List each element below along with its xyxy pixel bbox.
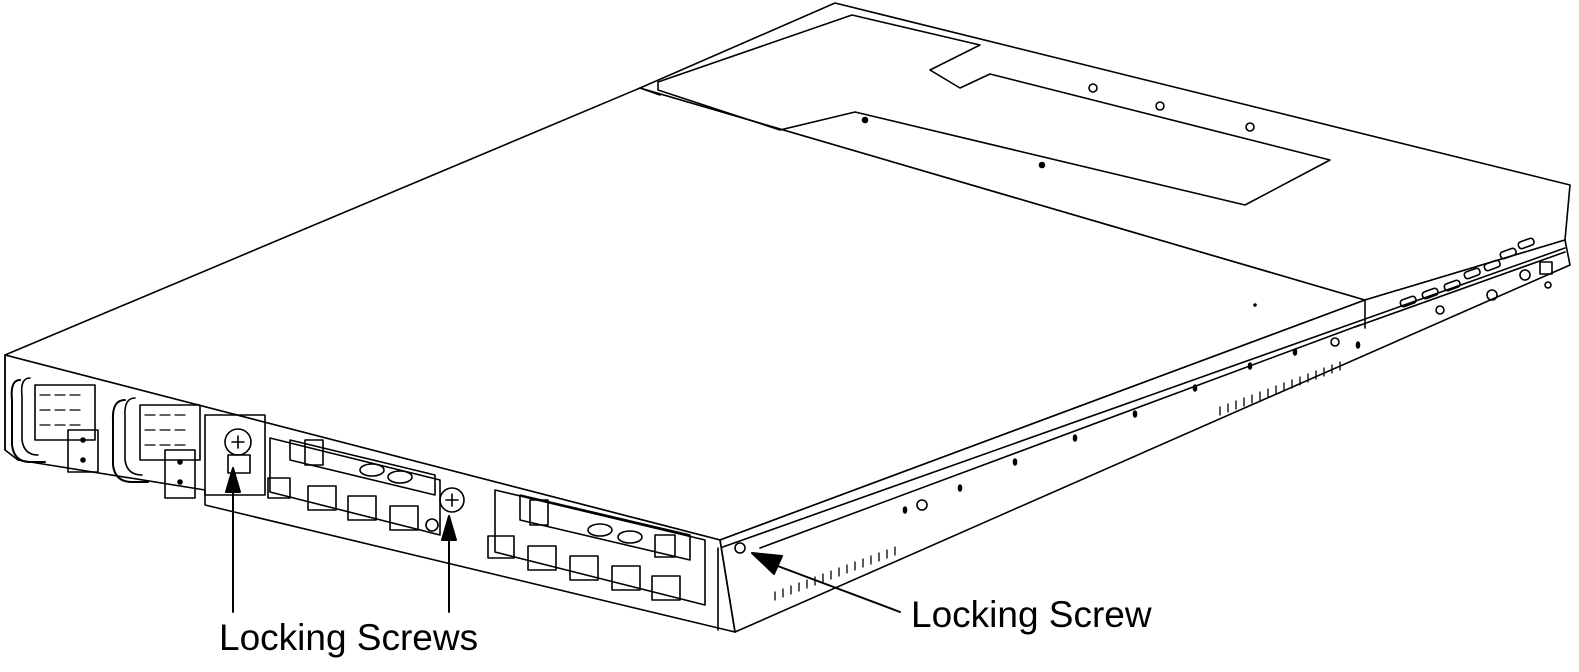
power-supply-1: [10, 377, 99, 473]
side-wall: [719, 237, 1571, 633]
network-module-2: [487, 489, 706, 606]
rj45-ports-module-1: [267, 477, 419, 531]
rj45-port: [347, 495, 377, 521]
rj45-port: [307, 485, 337, 511]
rj45-port: [569, 555, 599, 581]
rj45-port: [267, 477, 291, 499]
network-module-1: [267, 437, 465, 536]
rear-rail-slots: [1399, 237, 1553, 308]
rj45-ports-module-2: [487, 535, 681, 601]
power-supply-2: [111, 397, 201, 499]
locking-screw-right-icon: [734, 542, 746, 554]
callout-leaders: [225, 467, 901, 613]
locking-screw-middle-icon: [439, 487, 465, 513]
callout-locking-screws: Locking Screws: [219, 617, 479, 658]
side-vent-slots-rear: [1219, 361, 1341, 416]
rj45-port: [389, 505, 419, 531]
rear-top-panel: [639, 2, 1571, 307]
front-locking-screw: [734, 542, 746, 554]
module-slot-1: [204, 414, 266, 496]
rj45-port: [527, 545, 557, 571]
rj45-port: [651, 575, 681, 601]
callout-locking-screw: Locking Screw: [911, 594, 1152, 635]
side-mounting-holes: [902, 269, 1552, 514]
rj45-port: [611, 565, 641, 591]
rj45-port: [487, 535, 515, 559]
